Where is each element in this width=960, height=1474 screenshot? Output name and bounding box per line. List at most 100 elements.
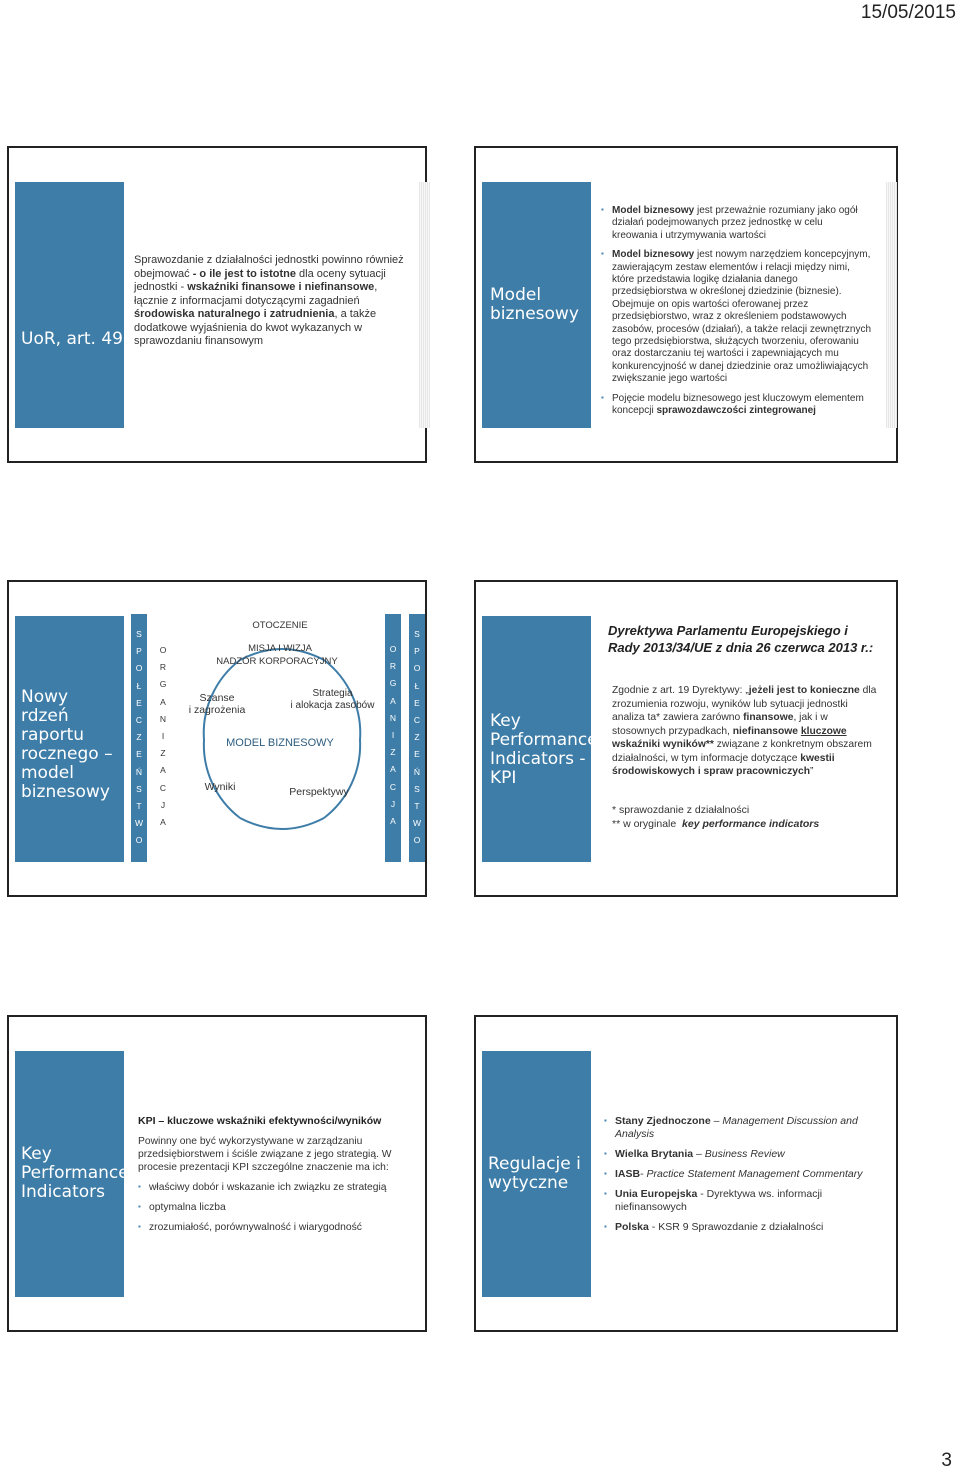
- directive-paragraph: Zgodnie z art. 19 Dyrektywy: „jeżeli jes…: [612, 684, 878, 779]
- para-bold: finansowe: [743, 712, 794, 723]
- directive-heading: Dyrektywa Parlamentu Europejskiego i Rad…: [608, 623, 874, 655]
- slide-title: Key Performance Indicators - KPI: [490, 711, 598, 788]
- slide-hatch: [419, 182, 430, 428]
- item-italic: Business Review: [704, 1148, 785, 1160]
- results-label: Wyniki: [204, 781, 236, 793]
- outer-right-column: S P O Ł E C Z E Ń S T W O: [409, 614, 425, 862]
- inner-right-column: O R G A N I Z A C J A: [385, 614, 401, 862]
- slide-text: Sprawozdanie z działalności jednostki po…: [134, 254, 404, 347]
- core-label: MODEL BIZNESOWY: [226, 737, 334, 749]
- bullet-item: Model biznesowy jest przeważnie rozumian…: [601, 204, 871, 242]
- column-letter: O: [159, 645, 167, 655]
- column-letter: I: [161, 731, 165, 742]
- para-bold: kwestii środowiskowych i spraw pracownic…: [612, 752, 835, 778]
- column-letter: A: [390, 695, 396, 706]
- slide-side-panel: Model biznesowy: [482, 182, 591, 428]
- date-header: 15/05/2015: [860, 2, 956, 23]
- column-letter: E: [136, 749, 142, 760]
- outlook-label: Perspektywy: [289, 786, 349, 798]
- item-text: -: [640, 1168, 647, 1180]
- para-text: Zgodnie z art. 19 Dyrektywy: „: [612, 685, 749, 696]
- item-bold: Polska: [615, 1221, 649, 1233]
- bullet-text: jest przeważnie rozumiany jako ogół dzia…: [612, 205, 858, 241]
- column-letter: O: [389, 644, 397, 654]
- environment-label: OTOCZENIE: [252, 620, 308, 631]
- bullet-item: właściwy dobór i wskazanie ich związku z…: [138, 1180, 410, 1194]
- column-letter: S: [414, 629, 420, 639]
- column-letter: W: [134, 818, 144, 829]
- para-text: dla zrozumienia rozwoju, wyników lub syt…: [612, 685, 877, 723]
- column-letter: S: [136, 783, 142, 794]
- bullet-bold: Model biznesowy: [612, 249, 695, 261]
- column-letter: E: [414, 749, 420, 760]
- column-letter: C: [159, 782, 167, 793]
- column-letter: Z: [414, 732, 420, 743]
- column-letter: I: [391, 730, 395, 741]
- column-letter: Ń: [413, 766, 421, 777]
- column-letter: R: [389, 661, 397, 672]
- slide-kpi-directive: Key Performance Indicators - KPI Dyrekty…: [474, 580, 898, 897]
- column-letter: O: [413, 835, 421, 846]
- column-letter: N: [389, 712, 397, 723]
- column-letter: A: [160, 817, 166, 828]
- column-letter: P: [414, 646, 420, 657]
- slide-regulations: Regulacje i wytyczne Stany Zjednoczone –…: [474, 1015, 898, 1332]
- column-letter: Z: [136, 732, 142, 743]
- column-letter: E: [414, 697, 420, 708]
- item-text: - Dyrektywa ws. informacji niefinansowyc…: [615, 1188, 823, 1213]
- mission-label: MISJA I WIZJA: [248, 643, 312, 654]
- item-text: –: [710, 1115, 723, 1127]
- slide-title: UoR, art. 49.3: [21, 329, 140, 349]
- slide-side-panel: Regulacje i wytyczne: [482, 1051, 591, 1297]
- bullet-item: zrozumiałość, porównywalność i wiarygodn…: [138, 1220, 410, 1234]
- para-underlined: kluczowe: [800, 725, 847, 737]
- business-model-cycle: [202, 648, 362, 830]
- item-text: - KSR 9 Sprawozdanie z działalności: [648, 1221, 824, 1233]
- inner-left-column: O R G A N I Z A C J A: [155, 642, 171, 831]
- footnote-1: * sprawozdanie z działalności: [612, 804, 750, 816]
- column-letter: N: [159, 713, 167, 724]
- column-letter: Ł: [136, 680, 142, 691]
- column-letter: R: [159, 662, 167, 673]
- kpi-intro: Powinny one być wykorzystywane w zarządz…: [138, 1136, 392, 1173]
- para-text: ”: [810, 766, 814, 777]
- slide-title: Model biznesowy: [490, 285, 579, 324]
- regulation-item: Polska - KSR 9 Sprawozdanie z działalnoś…: [604, 1220, 882, 1234]
- strategy-label: Strategia i alokacja zasobów: [290, 688, 375, 711]
- column-letter: G: [159, 679, 167, 690]
- slide-bullets: Model biznesowy jest przeważnie rozumian…: [601, 204, 871, 425]
- slide-kpi: Key Performance Indicators KPI – kluczow…: [7, 1015, 427, 1332]
- slide-title: Nowy rdzeń raportu rocznego – model bizn…: [21, 687, 113, 802]
- slide-side-panel: Key Performance Indicators - KPI: [482, 616, 598, 862]
- column-letter: J: [390, 798, 396, 809]
- item-text: –: [693, 1148, 705, 1160]
- column-letter: Z: [390, 747, 396, 758]
- para-text: związane z konkretnym obszarem działalno…: [612, 739, 872, 764]
- column-letter: A: [160, 696, 166, 707]
- para-bold: jeżeli jest to konieczne: [748, 685, 860, 696]
- regulation-item: Unia Europejska - Dyrektywa ws. informac…: [604, 1187, 882, 1214]
- slide-side-panel: Key Performance Indicators: [15, 1051, 129, 1297]
- regulation-item: Wielka Brytania – Business Review: [604, 1147, 882, 1161]
- item-italic: Management Discussion and Analysis: [615, 1115, 858, 1140]
- column-letter: O: [135, 835, 143, 846]
- column-letter: W: [412, 818, 422, 829]
- column-letter: Z: [160, 748, 166, 759]
- footnote-italic: key performance indicators: [682, 818, 820, 830]
- column-letter: J: [160, 799, 166, 810]
- column-letter: S: [414, 783, 420, 794]
- regulation-item: IASB- Practice Statement Management Comm…: [604, 1167, 882, 1181]
- column-letter: A: [390, 764, 396, 775]
- slide-business-model-diagram: Nowy rdzeń raportu rocznego – model bizn…: [7, 580, 427, 897]
- column-letter: C: [389, 781, 397, 792]
- column-letter: T: [414, 801, 420, 812]
- column-letter: Ń: [135, 766, 143, 777]
- governance-label: NADZÓR KORPORACYJNY: [216, 656, 338, 667]
- column-letter: Ł: [414, 680, 420, 691]
- regulations-list: Stany Zjednoczone – Management Discussio…: [604, 1114, 882, 1241]
- column-letter: P: [136, 646, 142, 657]
- kpi-bullets: właściwy dobór i wskazanie ich związku z…: [138, 1180, 410, 1241]
- slide-title: Key Performance Indicators: [21, 1144, 129, 1202]
- column-letter: A: [390, 816, 396, 827]
- slide-uor-art: UoR, art. 49.3 Sprawozdanie z działalnoś…: [7, 146, 430, 463]
